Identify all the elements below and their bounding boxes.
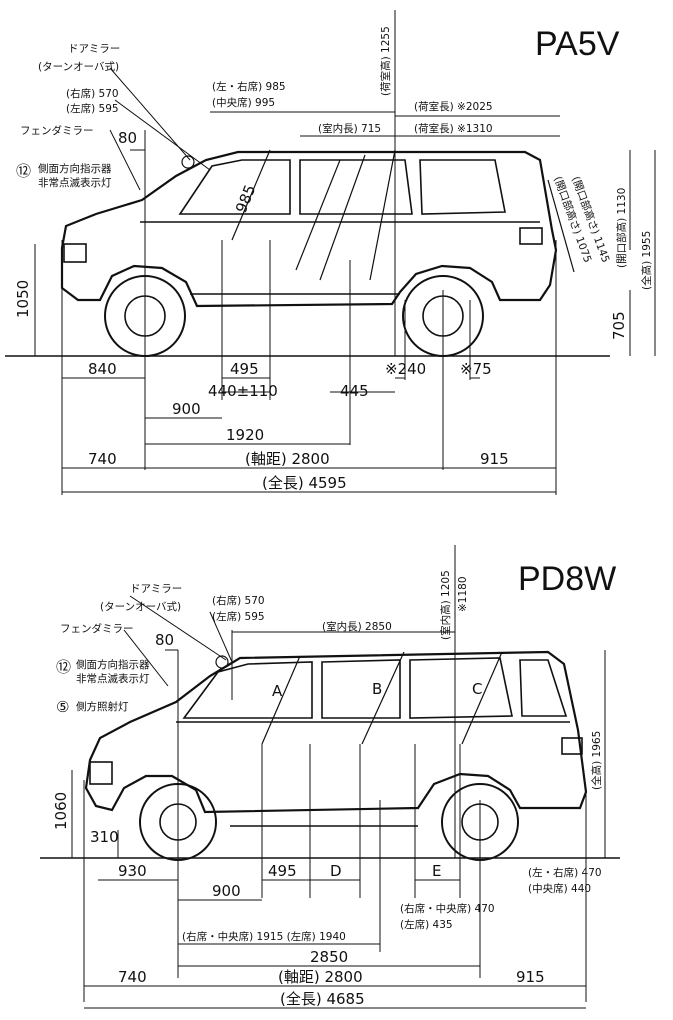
dim-900: 900 [172,400,201,418]
callout-right-seat: (右席) 570 [66,87,119,100]
dim-front-overhang: 740 [88,450,117,468]
callout-total-height: (全高) 1955 [640,231,653,290]
callout-side-indicator-2-2: 非常点滅表示灯 [76,672,150,685]
callout-seat-diagonal: 985 [232,182,259,215]
dim-front-overhang-2: 740 [118,968,147,986]
window-b [409,657,513,719]
front-window-2 [182,661,313,719]
callout-side-indicator-1: 側面方向指示器 [38,162,112,175]
dim-240: ※240 [385,360,426,378]
callout-mirror-offset-2: 80 [155,631,174,649]
dim-e: E [432,862,441,880]
dim-930: 930 [118,862,147,880]
dim-left-435: (左席) 435 [400,918,453,931]
dim-wheelbase-2: (軸距) 2800 [278,968,363,986]
callout-seat-b: B [372,680,382,698]
van-body-outline [60,150,558,308]
dim-overall-length-2: (全長) 4685 [280,990,365,1008]
callout-door-mirror-2: ドアミラー [130,583,182,595]
callout-cargo-height: (荷室高) 1255 [379,26,392,96]
callout-rear-clearance: 705 [610,311,628,340]
callout-front-height-2: 1060 [52,792,70,830]
dim-2850: 2850 [310,948,348,966]
callout-side-indicator-1-2: 側面方向指示器 [76,658,150,671]
dim-overall-length: (全長) 4595 [262,474,347,492]
rear-window [419,159,506,215]
dim-495-2: 495 [268,862,297,880]
callout-side-lamp: 側方照射灯 [76,700,129,713]
callout-opening-height-1130: (開口部高) 1130 [615,188,628,268]
callout-total-height-2: (全高) 1965 [590,731,603,790]
view-pa5v [5,10,656,495]
callout-circle-mark: ⑫ [16,162,31,180]
callout-turnover-type: (ターンオーバ式) [38,60,119,73]
dim-1915: (右席・中央席) 1915 (左席) 1940 [182,930,346,943]
dim-900-2: 900 [212,882,241,900]
callout-door-mirror: ドアミラー [68,43,120,55]
dim-445: 445 [340,382,369,400]
callout-seat-c: C [472,680,482,698]
callout-circle-mark-5: ⑤ [56,698,69,716]
callout-room-height: (室内高) 1205 [439,570,452,640]
callout-room-height-alt: ※1180 [457,576,469,612]
callout-left-seat: (左席) 595 [66,102,119,115]
dim-1920: 1920 [226,426,264,444]
tail-light-2 [561,737,583,755]
dim-front-overhang-floor: 840 [88,360,117,378]
callout-mirror-offset: 80 [118,129,137,147]
headlight-2 [89,761,113,785]
middle-window [299,159,413,215]
dim-d: D [330,862,342,880]
dim-495: 495 [230,360,259,378]
callout-center-seat: (中央席) 995 [212,96,275,109]
callout-left-right-seat: (左・右席) 985 [212,80,286,93]
view-pd8w [40,545,620,1009]
callout-circle-mark-2: ⑫ [56,658,71,676]
headlight [63,243,87,263]
callout-cargo-length-top: (荷室長) ※2025 [414,100,493,113]
model-label-pd8w: PD8W [518,560,616,598]
wagon-body-outline [84,650,588,814]
callout-front-height: 1050 [14,280,32,318]
callout-left-right-seat-470: (左・右席) 470 [528,866,602,879]
callout-room-length-2: (室内長) 2850 [322,620,392,633]
tail-light [519,227,543,245]
callout-seat-a: A [272,682,283,700]
callout-cargo-length: (荷室長) ※1310 [414,122,493,135]
dim-right-center-470: (右席・中央席) 470 [400,902,495,915]
dim-rear-overhang: 915 [480,450,509,468]
callout-side-indicator-2: 非常点滅表示灯 [38,176,112,189]
callout-right-seat-2: (右席) 570 [212,594,265,607]
window-c [519,659,568,717]
callout-room-length: (室内長) 715 [318,122,381,135]
window-a [321,659,401,719]
dim-wheelbase: (軸距) 2800 [245,450,330,468]
dim-440: 440±110 [208,382,278,400]
callout-fender-mirror: フェンダミラー [20,124,94,137]
dim-75: ※75 [460,360,492,378]
callout-center-seat-440: (中央席) 440 [528,882,591,895]
dim-rear-overhang-2: 915 [516,968,545,986]
callout-front-low: 310 [90,828,119,846]
model-label-pa5v: PA5V [535,25,620,63]
callout-fender-mirror-2: フェンダミラー [60,622,134,635]
callout-left-seat-2: (左席) 595 [212,610,265,623]
callout-turnover-type-2: (ターンオーバ式) [100,600,181,613]
